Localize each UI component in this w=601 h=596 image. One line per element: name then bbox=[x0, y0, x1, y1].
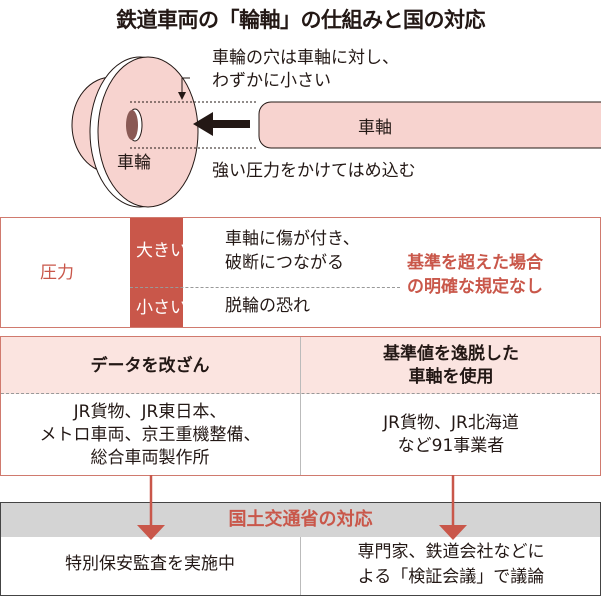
note-line2: の明確な規定なし bbox=[407, 277, 543, 297]
level-large: 大きい bbox=[136, 241, 187, 261]
deviation-companies-2: など91事業者 bbox=[397, 436, 505, 456]
response-header bbox=[1, 503, 600, 537]
hole-note-line2: わずかに小さい bbox=[212, 71, 331, 91]
falsified-companies-3: 総合車両製作所 bbox=[90, 448, 210, 468]
response-council-1: 専門家、鉄道会社などに bbox=[357, 542, 545, 562]
header-deviation-1: 基準値を逸脱した bbox=[383, 344, 519, 364]
falsified-companies-1: JR貨物、JR東日本、 bbox=[73, 402, 227, 422]
axle-shape bbox=[258, 101, 601, 149]
wheel-label: 車輪 bbox=[117, 153, 151, 173]
deviation-companies-1: JR貨物、JR北海道 bbox=[383, 413, 519, 433]
falsified-companies-2: メトロ車両、京王重機整備、 bbox=[39, 425, 261, 445]
flow-arrows bbox=[137, 475, 467, 540]
wheel-icon bbox=[71, 56, 199, 208]
level-column bbox=[130, 218, 183, 327]
arrow-left-icon bbox=[193, 112, 250, 136]
note-line1: 基準を超えた場合 bbox=[407, 253, 543, 273]
page-title: 鉄道車両の「輪軸」の仕組みと国の対応 bbox=[116, 8, 486, 32]
response-divider bbox=[300, 537, 301, 595]
hole-note-line1: 車輪の穴は車軸に対し、 bbox=[212, 48, 399, 68]
axle-label: 車軸 bbox=[358, 118, 392, 138]
level-small: 小さい bbox=[136, 298, 187, 318]
effect-large-2: 破断につながる bbox=[225, 253, 344, 273]
arrow-down-icon bbox=[439, 475, 467, 540]
header-deviation-2: 車軸を使用 bbox=[408, 367, 494, 387]
response-audit: 特別保安監査を実施中 bbox=[65, 554, 235, 574]
effect-large-1: 車軸に傷が付き、 bbox=[225, 229, 360, 249]
row-divider bbox=[130, 287, 400, 288]
effect-small: 脱輪の恐れ bbox=[225, 296, 310, 316]
response-title: 国土交通省の対応 bbox=[228, 509, 373, 530]
press-note: 強い圧力をかけてはめ込む bbox=[212, 161, 416, 181]
wheelset-illustration bbox=[71, 56, 601, 208]
column-divider bbox=[300, 337, 301, 475]
response-council-2: よる「検証会議」で議論 bbox=[357, 567, 545, 587]
arrow-down-icon bbox=[137, 475, 165, 540]
pressure-label: 圧力 bbox=[40, 263, 74, 283]
header-falsified: データを改ざん bbox=[90, 356, 210, 376]
